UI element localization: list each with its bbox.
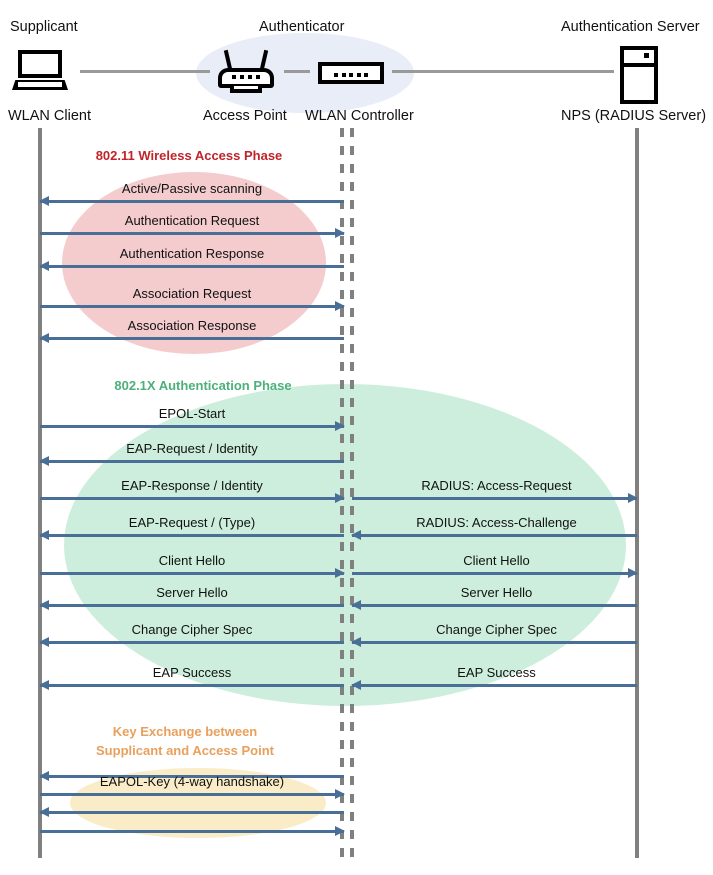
column-role-supplicant: Supplicant <box>10 19 78 35</box>
message-arrow-left-9 <box>40 568 345 578</box>
message-label-right-5: EAP Success <box>457 665 536 680</box>
message-label-left-8: EAP-Request / (Type) <box>128 515 256 530</box>
message-arrow-left-10 <box>39 600 344 610</box>
message-label-left-12: EAP Success <box>152 665 232 680</box>
message-label-left-9: Client Hello <box>158 553 226 568</box>
phase-label-80211: 802.11 Wireless Access Phase <box>95 148 283 163</box>
column-role-auth-server: Authentication Server <box>561 19 700 35</box>
message-label-left-0: Active/Passive scanning <box>121 181 263 196</box>
column-device-wlan-client: WLAN Client <box>8 108 91 124</box>
message-arrow-right-1 <box>351 530 637 540</box>
message-arrow-left-6 <box>39 456 344 466</box>
message-label-left-11: Change Cipher Spec <box>131 622 253 637</box>
message-arrow-left-16 <box>40 826 345 836</box>
message-arrow-left-12 <box>39 680 344 690</box>
wlan-controller-icon <box>318 62 384 84</box>
message-label-left-1: Authentication Request <box>124 213 260 228</box>
phase-label-8021x: 802.1X Authentication Phase <box>114 378 292 393</box>
server-icon <box>620 46 658 104</box>
message-label-right-4: Change Cipher Spec <box>436 622 557 637</box>
message-label-left-6: EAP-Request / Identity <box>126 441 258 456</box>
message-label-left-7: EAP-Response / Identity <box>121 478 263 493</box>
message-arrow-left-11 <box>39 637 344 647</box>
message-label-left-3: Association Request <box>132 286 252 301</box>
message-arrow-right-5 <box>351 680 637 690</box>
message-arrow-left-13 <box>39 771 344 781</box>
message-arrow-left-8 <box>39 530 344 540</box>
message-label-left-2: Authentication Response <box>119 246 265 261</box>
column-device-wlan-controller: WLAN Controller <box>305 108 414 124</box>
message-arrow-left-15 <box>39 807 344 817</box>
message-label-right-3: Server Hello <box>460 585 533 600</box>
message-arrow-left-5 <box>40 421 345 431</box>
lifeline-supplicant <box>38 128 42 858</box>
wire-client-ap <box>80 70 210 73</box>
phase-8021x-region <box>64 384 626 706</box>
message-label-right-2: Client Hello <box>463 553 530 568</box>
wire-ap-controller <box>284 70 310 73</box>
message-arrow-left-7 <box>40 493 345 503</box>
message-arrow-left-3 <box>40 301 345 311</box>
message-arrow-right-2 <box>352 568 638 578</box>
message-label-left-4: Association Response <box>127 318 257 333</box>
message-arrow-left-0 <box>39 196 344 206</box>
access-point-icon <box>218 49 274 94</box>
column-device-access-point: Access Point <box>203 108 287 124</box>
message-arrow-right-4 <box>351 637 637 647</box>
lifeline-wlan-controller <box>350 128 354 858</box>
message-label-right-1: RADIUS: Access-Challenge <box>416 515 577 530</box>
message-arrow-right-0 <box>352 493 638 503</box>
message-label-left-14: EAPOL-Key (4-way handshake) <box>99 774 285 789</box>
phase-label-keyexchange: Key Exchange between Supplicant and Acce… <box>96 724 274 758</box>
message-arrow-left-1 <box>40 228 345 238</box>
message-arrow-left-2 <box>39 261 344 271</box>
column-role-authenticator: Authenticator <box>259 19 345 35</box>
column-device-nps: NPS (RADIUS Server) <box>561 108 707 124</box>
message-arrow-left-14 <box>40 789 345 799</box>
message-arrow-left-4 <box>39 333 344 343</box>
message-label-right-0: RADIUS: Access-Request <box>421 478 572 493</box>
message-label-left-10: Server Hello <box>156 585 228 600</box>
laptop-icon <box>12 50 68 92</box>
message-label-left-5: EPOL-Start <box>158 406 226 421</box>
message-arrow-right-3 <box>351 600 637 610</box>
phase-keyexchange-region <box>70 768 326 838</box>
wire-controller-server <box>392 70 614 73</box>
